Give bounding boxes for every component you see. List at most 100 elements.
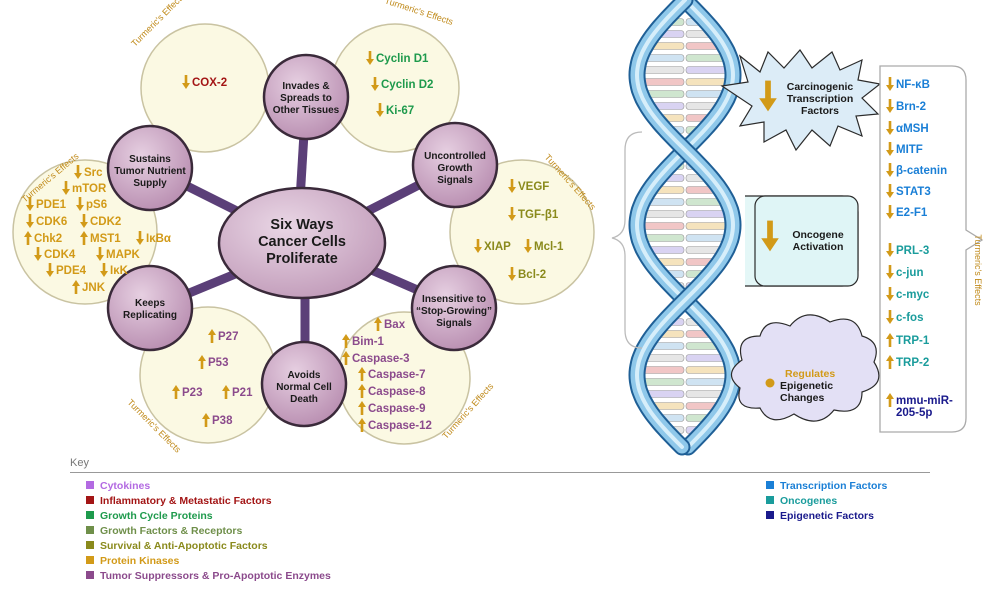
center-title-line-3: Proliferate xyxy=(266,251,338,267)
dna-base-pair xyxy=(641,378,685,386)
hallmark-uncontrolled-l3: Signals xyxy=(437,175,473,186)
effect-replicating-3-label: P21 xyxy=(232,387,253,399)
effect-kinases-2: PDE1 xyxy=(26,197,67,211)
hallmark-keeps-l1: Keeps xyxy=(135,298,165,309)
effect-death-4-label: Caspase-8 xyxy=(368,386,426,398)
key-label: Protein Kinases xyxy=(100,555,180,567)
effect-growth-3-label: Mcl-1 xyxy=(534,241,564,253)
key-label: Transcription Factors xyxy=(780,480,888,492)
hallmark-keeps xyxy=(106,264,194,352)
effect-replicating-1-label: P53 xyxy=(208,357,228,369)
carcinogenic-l1: Carcinogenic xyxy=(787,81,854,93)
key-label: Inflammatory & Metastatic Factors xyxy=(100,495,272,507)
key-item: Oncogenes xyxy=(750,494,887,509)
effect-death-6-label: Caspase-12 xyxy=(368,420,432,432)
effect-death-2-label: Caspase-3 xyxy=(352,353,410,365)
right-item-8-label: c-jun xyxy=(896,267,923,279)
epigenetic-cloud xyxy=(730,314,880,422)
effect-invades_right-1: Cyclin D2 xyxy=(371,77,433,91)
key-label: Cytokines xyxy=(100,480,151,492)
key-swatch xyxy=(766,511,774,519)
carcinogenic-l2: Transcription xyxy=(787,93,854,105)
effect-replicating-3: P21 xyxy=(222,385,253,399)
effect-kinases-6: Chk2 xyxy=(24,231,62,245)
key-swatch xyxy=(86,541,94,549)
key-item: Inflammatory & Metastatic Factors xyxy=(70,494,331,509)
center-title: Six Ways Cancer Cells Proliferate xyxy=(258,217,346,267)
effect-kinases-1: mTOR xyxy=(62,181,107,195)
epigenetic-l1: Regulates xyxy=(785,368,835,380)
carcinogenic-l3: Factors xyxy=(801,105,839,117)
hallmark-avoids-l3: Death xyxy=(290,394,318,405)
effect-growth-0: VEGF xyxy=(508,179,549,193)
effect-kinases-2-label: PDE1 xyxy=(36,199,67,211)
effect-growth-0-label: VEGF xyxy=(518,181,549,193)
right-item-4-label: β-catenin xyxy=(896,165,947,177)
effect-invades_right-0-label: Cyclin D1 xyxy=(376,53,429,65)
key-swatch xyxy=(766,496,774,504)
effect-death-3: Caspase-7 xyxy=(358,367,426,381)
key-label: Oncogenes xyxy=(780,495,838,507)
effect-invades_right-2-label: Ki-67 xyxy=(386,105,414,117)
dna-left-brace xyxy=(611,131,643,349)
right-item-0: NF-κB xyxy=(886,77,930,91)
hallmark-insensitive-l1: Insensitive to xyxy=(422,294,486,305)
right-item-1-label: Brn-2 xyxy=(896,101,926,113)
key-item: Cytokines xyxy=(70,479,331,494)
effect-replicating-4-label: P38 xyxy=(212,415,233,427)
hallmark-sustains-l3: Supply xyxy=(133,178,167,189)
right-item-8: c-jun xyxy=(886,265,923,279)
dna-base-pair xyxy=(640,66,685,74)
effect-death-6: Caspase-12 xyxy=(358,418,432,432)
key-item: Transcription Factors xyxy=(750,479,887,494)
hallmark-uncontrolled-l2: Growth xyxy=(438,163,473,174)
effect-growth-2-label: XIAP xyxy=(484,241,511,253)
effect-kinases-0-label: Src xyxy=(84,167,103,179)
key-label: Survival & Anti-Apoptotic Factors xyxy=(100,540,268,552)
right-item-4: β-catenin xyxy=(886,163,947,177)
effect-kinases-10-label: MAPK xyxy=(106,249,141,261)
right-item-13-line2: 205-5p xyxy=(896,407,932,419)
right-item-7: PRL-3 xyxy=(886,243,929,257)
effect-kinases-8: IκBα xyxy=(136,231,171,245)
right-item-7-label: PRL-3 xyxy=(896,245,929,257)
dna-base-pair xyxy=(685,66,730,74)
effect-kinases-12: IκK xyxy=(100,263,129,277)
right-item-10: c-fos xyxy=(886,310,923,324)
key-label: Growth Cycle Proteins xyxy=(100,510,213,522)
hallmark-uncontrolled-l1: Uncontrolled xyxy=(424,151,486,162)
right-item-11-label: TRP-1 xyxy=(896,335,930,347)
key-title: Key xyxy=(70,457,89,469)
effect-kinases-11-label: PDE4 xyxy=(56,265,87,277)
oncogene-box xyxy=(754,195,859,287)
epigenetic-dot-icon xyxy=(765,378,775,388)
effect-kinases-3-label: pS6 xyxy=(86,199,107,211)
key-item: Survival & Anti-Apoptotic Factors xyxy=(70,539,331,554)
effect-death-0: Bax xyxy=(374,317,406,331)
dna-base-pair xyxy=(640,366,685,374)
right-item-13-label: mmu-miR- xyxy=(896,395,953,407)
key-label: Tumor Suppressors & Pro-Apoptotic Enzyme… xyxy=(100,570,331,582)
effect-kinases-5-label: CDK2 xyxy=(90,216,121,228)
dna-base-pair xyxy=(641,78,685,86)
effect-invades_right-2: Ki-67 xyxy=(376,103,414,117)
hallmark-insensitive-l2: “Stop-Growing” xyxy=(416,306,492,317)
effect-death-5: Caspase-9 xyxy=(358,401,426,415)
carcinogenic-label: Carcinogenic Transcription Factors xyxy=(787,81,854,117)
dna-base-pair xyxy=(685,378,729,386)
hallmark-invades-l3: Other Tissues xyxy=(273,105,340,116)
effect-invades_right-0: Cyclin D1 xyxy=(366,51,429,65)
right-item-5-label: STAT3 xyxy=(896,186,931,198)
key-item: Tumor Suppressors & Pro-Apoptotic Enzyme… xyxy=(70,569,331,584)
hallmark-keeps-l2: Replicating xyxy=(123,310,177,321)
right-item-2: αMSH xyxy=(886,121,929,135)
effect-kinases-9: CDK4 xyxy=(34,247,76,261)
right-item-6-label: E2-F1 xyxy=(896,207,928,219)
effect-kinases-0: Src xyxy=(74,165,103,179)
epigenetic-l3: Changes xyxy=(780,392,825,404)
